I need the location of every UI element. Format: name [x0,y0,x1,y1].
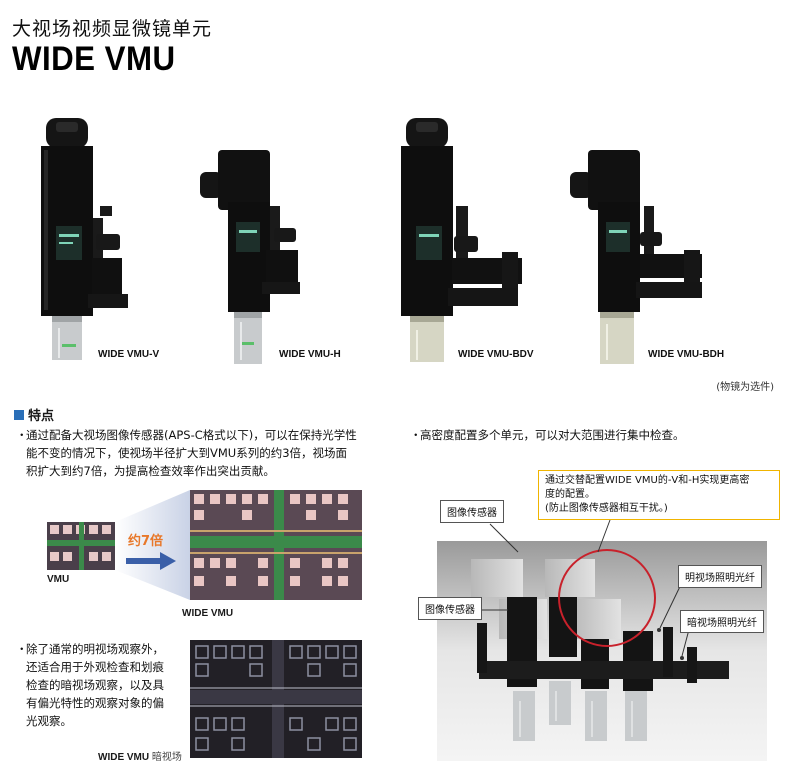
bullet-marker: ・ [16,642,28,656]
image-sensor-callout-top: 图像传感器 [440,500,504,523]
image-sensor-callout-left: 图像传感器 [418,597,482,620]
page-title-en: WIDE VMU [12,40,176,78]
bullet-marker: ・ [410,428,422,442]
feature-point-1-line: 通过配备大视场图像传感器(APS-C格式以下)，可以在保持光学性 [26,428,357,442]
product-vmu-bdh-label: WIDE VMU-BDH [648,349,725,360]
high-density-note-line: 通过交替配置WIDE VMU的-V和-H实现更高密 [545,475,750,486]
feature-point-3-line: 高密度配置多个单元，可以对大范围进行集中检查。 [420,428,685,442]
ratio-label: 约7倍 [128,534,164,549]
feature-point-2: ・ 除了通常的明视场观察外， 还适合用于外观检查和划痕 检查的暗视场观察，以及具… [16,640,196,730]
feature-point-2-line: 光观察。 [26,714,72,728]
vmu-field-image [47,522,115,570]
feature-point-1: ・ 通过配备大视场图像传感器(APS-C格式以下)，可以在保持光学性 能不变的情… [16,426,396,480]
bullet-marker: ・ [16,428,28,442]
product-vmu-h-label: WIDE VMU-H [279,349,341,360]
brightfield-fiber-callout: 明视场照明光纤 [678,565,762,588]
product-vmu-bdv-image [398,118,528,368]
multi-unit-setup-image [437,541,767,761]
feature-point-1-line: 积扩大到约7倍，为提高检查效率作出突出贡献。 [26,464,275,478]
high-density-note-line: (防止图像传感器相互干扰。) [545,503,668,514]
product-vmu-bdh-image [570,150,705,370]
zoom-wedge [115,490,190,600]
arrow-right-icon [126,552,176,570]
features-heading-text: 特点 [28,409,55,424]
product-vmu-v-image [38,118,138,368]
feature-point-2-line: 还适合用于外观检查和划痕 [26,660,164,674]
heading-square-icon [14,409,24,420]
feature-point-3: ・ 高密度配置多个单元，可以对大范围进行集中检查。 [410,426,780,444]
high-density-note-line: 度的配置。 [545,489,595,500]
features-heading: 特点 [14,405,54,424]
feature-point-2-line: 除了通常的明视场观察外， [26,642,164,656]
vmu-caption: VMU [47,574,70,585]
darkfield-caption-mode: 暗视场 [151,752,182,763]
feature-point-1-line: 能不变的情况下，使视场半径扩大到VMU系列的约3倍，视场面 [26,446,348,460]
product-vmu-h-image [200,150,305,370]
product-vmu-bdv-label: WIDE VMU-BDV [458,349,534,360]
callout-leader-overlay [472,519,693,660]
product-vmu-v-label: WIDE VMU-V [98,349,160,360]
darkfield-image [190,640,362,758]
high-density-note-callout: 通过交替配置WIDE VMU的-V和-H实现更高密 度的配置。 (防止图像传感器… [538,470,780,520]
feature-point-2-line: 有偏光特性的观察对象的偏 [26,696,164,710]
objective-optional-note: (物镜为选件) [716,382,774,393]
wide-vmu-caption: WIDE VMU [182,608,234,619]
darkfield-caption-model: WIDE VMU [98,752,150,763]
feature-point-2-line: 检查的暗视场观察，以及具 [26,678,164,692]
darkfield-fiber-callout: 暗视场照明光纤 [680,610,764,633]
wide-vmu-field-image [190,490,362,600]
page-title-cn: 大视场视频显微镜单元 [12,18,213,40]
darkfield-caption: WIDE VMU 暗视场 [98,748,182,763]
